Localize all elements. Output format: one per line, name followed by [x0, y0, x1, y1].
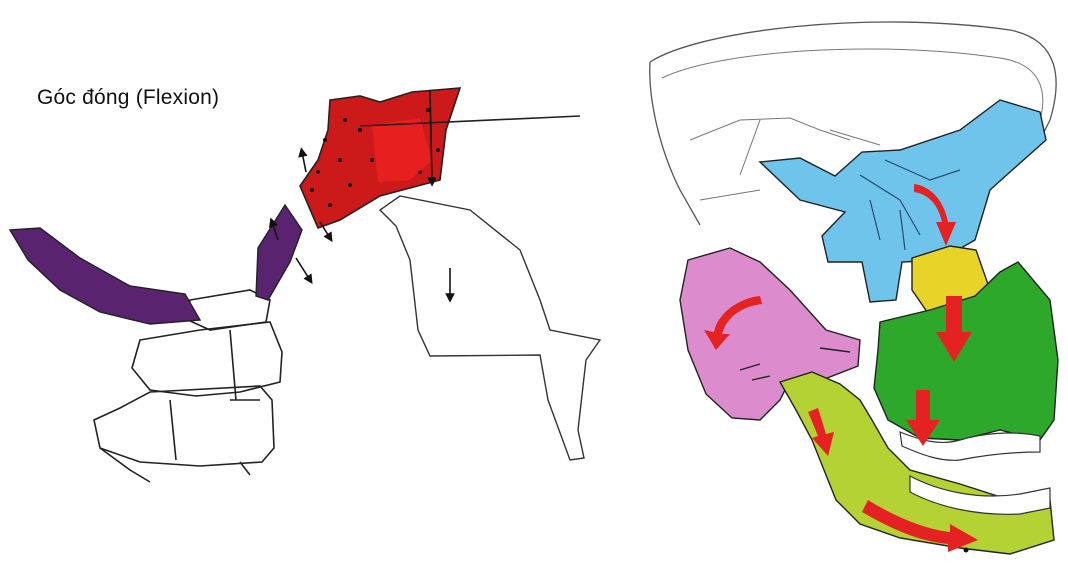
cranium-inner — [662, 49, 1043, 120]
right-skull-diagram — [650, 22, 1058, 554]
dens-process — [256, 205, 302, 300]
chin-point — [964, 548, 969, 553]
sphenoid-outline-left — [380, 196, 600, 460]
left-spine-diagram — [10, 88, 600, 482]
atlas-vertebra — [10, 228, 200, 324]
